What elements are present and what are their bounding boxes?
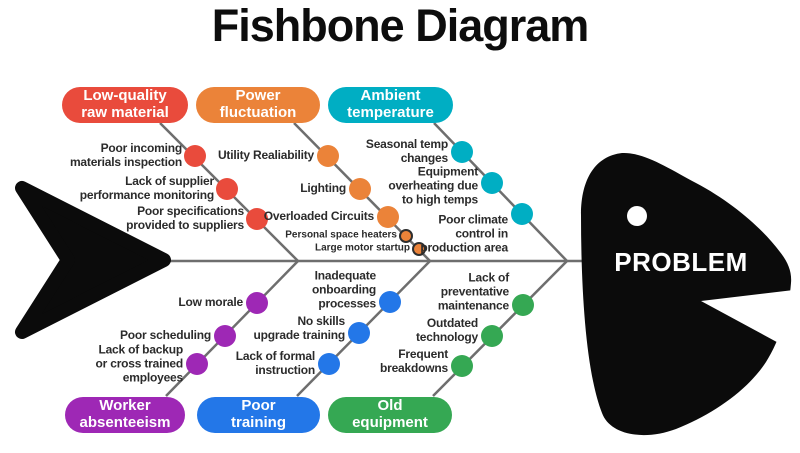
cause-dot-worker [246, 292, 268, 314]
cause-dot-raw-material [216, 178, 238, 200]
cause-dot-training [348, 322, 370, 344]
cause-label: Inadequate onboarding processes [312, 268, 376, 310]
cause-label: Seasonal temp changes [365, 137, 448, 165]
cause-dot-equipment [512, 294, 534, 316]
fish-tail [22, 188, 164, 332]
cause-dot-raw-material [184, 145, 206, 167]
cause-label: Equipment overheating due to high temps [388, 164, 478, 206]
cause-label: Poor incoming materials inspection [69, 141, 182, 169]
cause-dot-ambient [511, 203, 533, 225]
subcause-dot-power [399, 229, 413, 243]
cause-label: Poor scheduling [119, 328, 211, 343]
cause-label: Outdated technology [415, 316, 478, 344]
category-pill-power: Power fluctuation [196, 87, 320, 123]
subcause-label: Large motor startup [314, 242, 410, 254]
cause-dot-ambient [481, 172, 503, 194]
cause-label: Utility Realiability [217, 148, 314, 163]
cause-dot-power [317, 145, 339, 167]
fish-tail-outline [15, 181, 171, 339]
cause-dot-training [379, 291, 401, 313]
diagram-title: Fishbone Diagram [211, 0, 590, 51]
cause-label: Lighting [300, 181, 346, 196]
cause-label: Frequent breakdowns [379, 347, 448, 375]
problem-label: PROBLEM [614, 247, 748, 277]
category-pill-raw-material: Low-quality raw material [62, 87, 188, 123]
cause-dot-training [318, 353, 340, 375]
fish-eye [627, 206, 647, 226]
cause-label: Low morale [178, 295, 243, 310]
cause-label: Overloaded Circuits [263, 209, 374, 224]
cause-dot-power [349, 178, 371, 200]
cause-label: Lack of formal instruction [235, 349, 315, 377]
cause-dot-ambient [451, 141, 473, 163]
cause-label: Lack of supplier performance monitoring [79, 174, 214, 202]
cause-dot-worker [214, 325, 236, 347]
subcause-label: Personal space heaters [285, 229, 397, 241]
cause-dot-raw-material [246, 208, 268, 230]
category-pill-equipment: Old equipment [328, 397, 452, 433]
cause-label: Poor specifications provided to supplier… [126, 204, 244, 232]
cause-dot-equipment [481, 325, 503, 347]
category-pill-worker: Worker absenteeism [65, 397, 185, 433]
cause-label: Lack of preventative maintenance [437, 270, 509, 312]
cause-label: Poor climate control in production area [420, 212, 508, 254]
subcause-dot-power [412, 242, 426, 256]
cause-dot-worker [186, 353, 208, 375]
cause-label: No skills upgrade training [253, 314, 346, 342]
category-pill-training: Poor training [197, 397, 320, 433]
cause-dot-equipment [451, 355, 473, 377]
cause-label: Lack of backup or cross trained employee… [95, 342, 184, 384]
cause-dot-power [377, 206, 399, 228]
category-pill-ambient: Ambient temperature [328, 87, 453, 123]
fish-mouth [701, 289, 800, 355]
